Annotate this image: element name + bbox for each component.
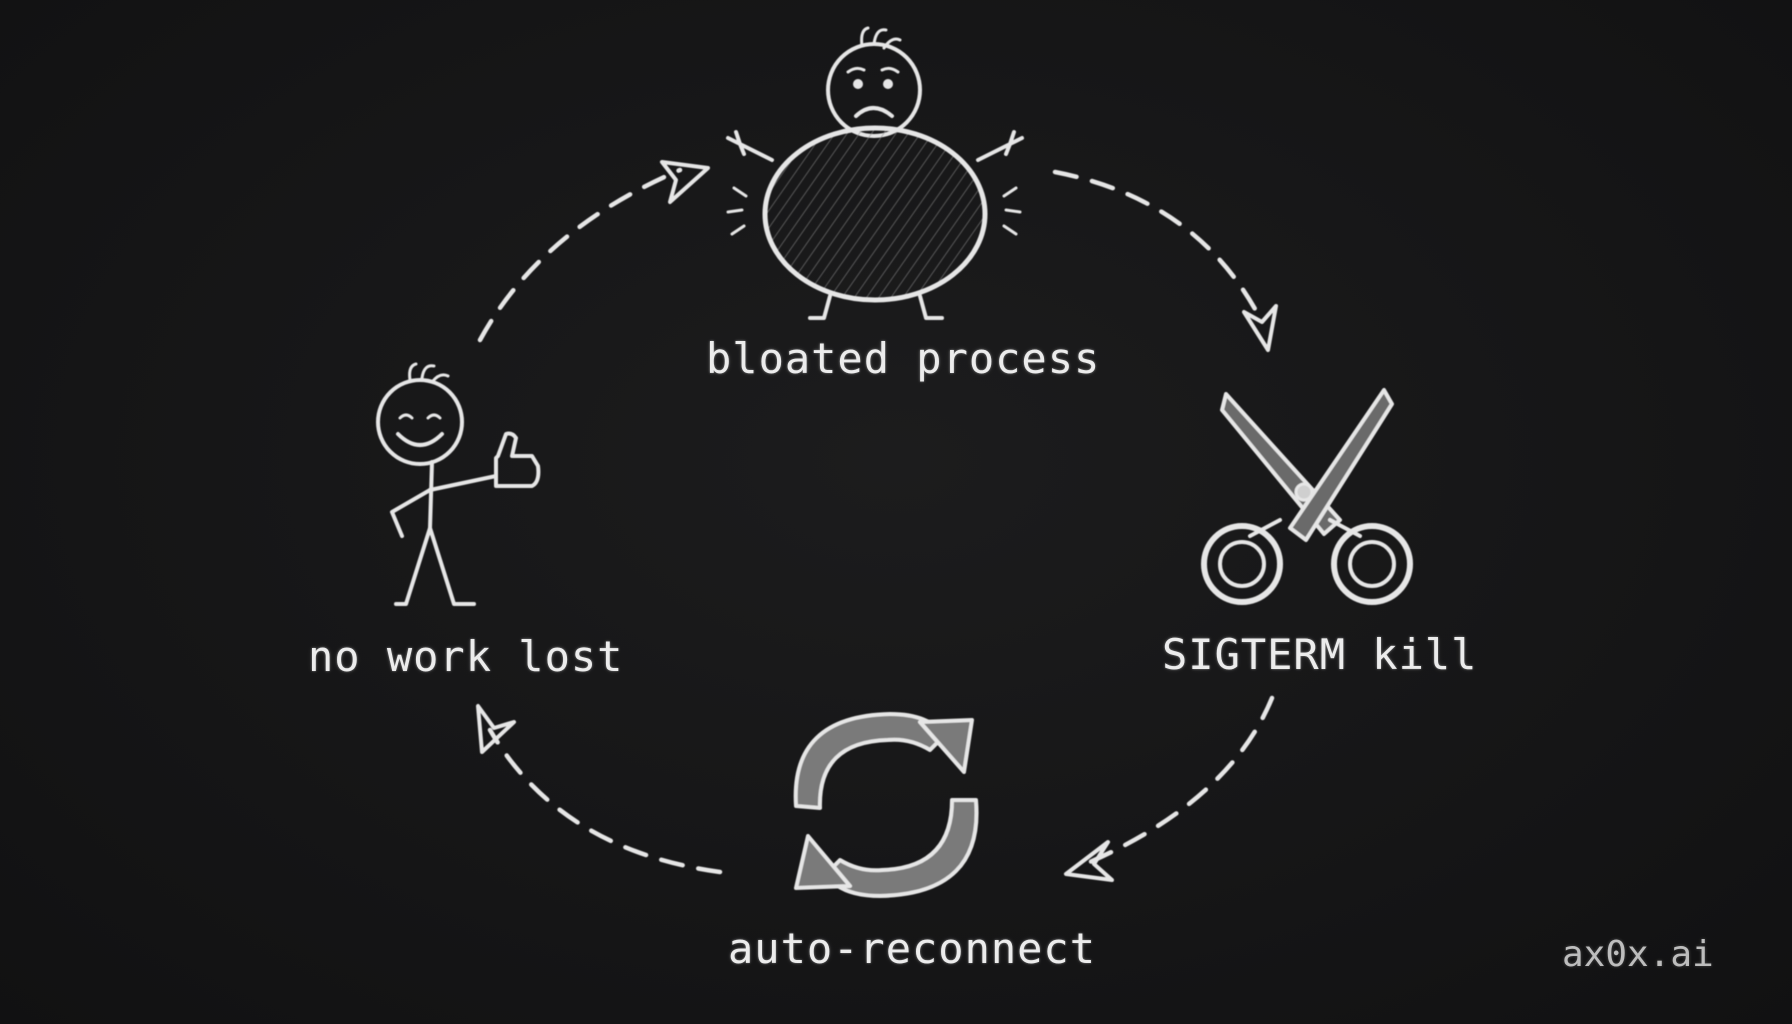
arrow-reconnect-to-safe [487, 727, 723, 875]
brand-watermark: ax0x.ai [1562, 934, 1714, 975]
label-auto-reconnect: auto-reconnect [728, 924, 1097, 973]
label-no-work-lost: no work lost [308, 632, 624, 681]
arrowhead-safe-to-bloated [660, 160, 710, 204]
happy-thumbs-up-figure-icon [376, 362, 541, 606]
arrow-kill-to-reconnect [1087, 695, 1275, 865]
sad-fat-figure-icon [726, 26, 1024, 320]
refresh-arrows-icon [793, 712, 979, 898]
scissors-icon [1201, 388, 1413, 605]
arrow-bloated-to-kill [1052, 169, 1265, 325]
arrow-safe-to-bloated [477, 167, 683, 343]
label-bloated-process: bloated process [706, 334, 1101, 383]
arrowhead-reconnect-to-safe [476, 704, 516, 754]
arrowhead-kill-to-reconnect [1064, 840, 1114, 882]
label-sigterm-kill: SIGTERM kill [1162, 630, 1478, 679]
arrowhead-bloated-to-kill [1242, 304, 1278, 352]
